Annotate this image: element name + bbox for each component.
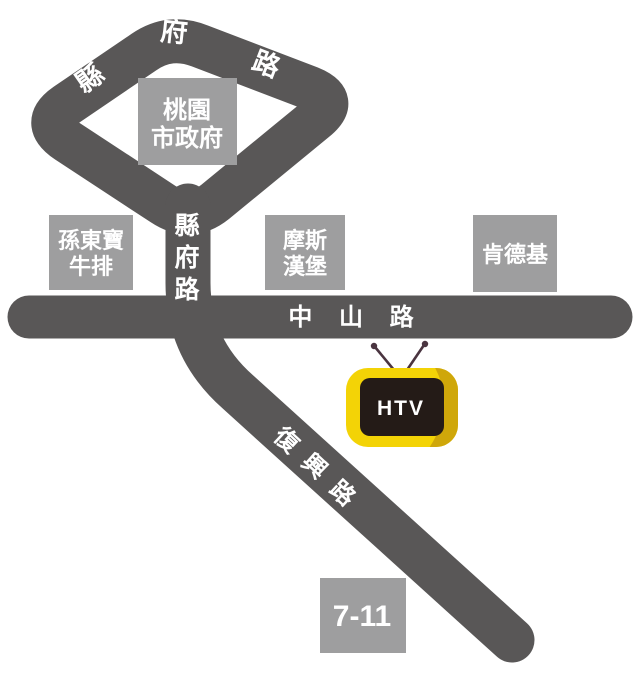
loop-road-label-char2: 府 (159, 15, 189, 49)
xianfu-fuxing-road (165, 183, 535, 663)
tv-body-shade (427, 368, 458, 447)
xianfu-road-label-char1: 縣 (174, 212, 199, 240)
tv-screen (360, 378, 444, 436)
steakhouse-label-line1: 孫東寶 (58, 228, 124, 253)
htv-tv-icon: HTV (346, 340, 458, 447)
place-box-steakhouse (49, 215, 133, 290)
tv-antenna-icon (373, 344, 426, 371)
place-box-kfc (473, 215, 557, 292)
city-hall-label-line1: 桃園 (163, 97, 211, 124)
city-hall-label-line2: 市政府 (151, 124, 223, 152)
mos-burger-label-line2: 漢堡 (283, 254, 327, 279)
xianfu-road-label-char2: 府 (174, 243, 199, 272)
seven-eleven-label: 7-11 (333, 600, 391, 633)
steakhouse-label-line2: 牛排 (69, 254, 113, 279)
place-box-mos-burger (265, 215, 345, 290)
htv-label: HTV (377, 397, 425, 420)
zhongshan-road-label: 中 山 路 (288, 303, 423, 331)
kfc-label: 肯德基 (482, 242, 549, 267)
place-box-city-hall (138, 78, 237, 165)
mos-burger-label-line1: 摩斯 (283, 228, 327, 253)
place-box-seven-eleven (320, 578, 406, 653)
xianfu-road-label-char3: 路 (174, 276, 200, 304)
tv-antenna-tip-left (370, 342, 378, 350)
loop-road (31, 19, 349, 235)
tv-antenna-tip-right (421, 340, 429, 348)
